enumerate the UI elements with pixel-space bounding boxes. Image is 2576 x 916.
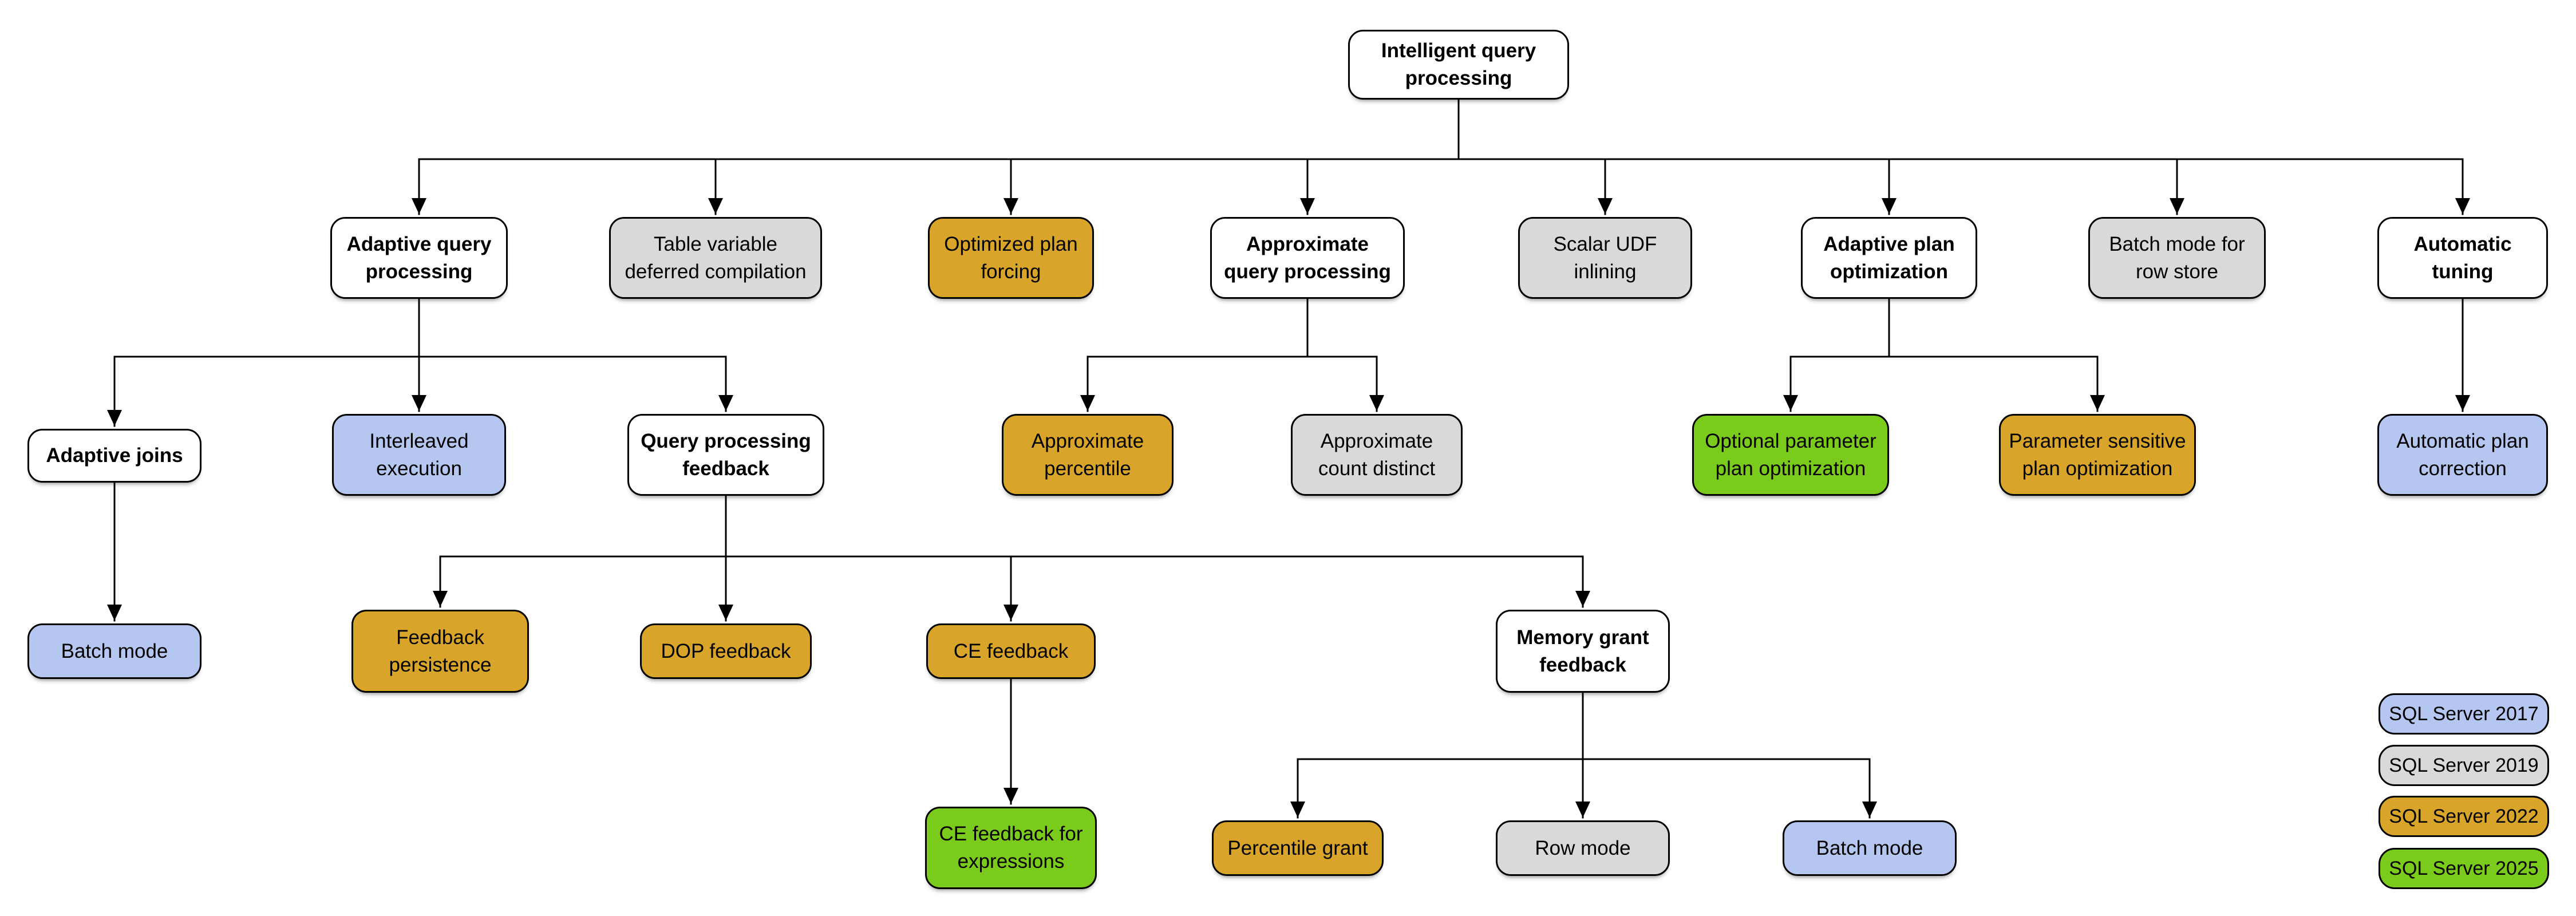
node-optional-parameter-plan-optimization: Optional parameter plan optimization (1692, 414, 1889, 496)
node-query-processing-feedback: Query processing feedback (627, 414, 824, 496)
node-batch-mode-for-row-store: Batch mode for row store (2088, 217, 2266, 299)
legend-sql-server-2019: SQL Server 2019 (2379, 745, 2549, 786)
node-approximate-query-processing: Approximate query processing (1210, 217, 1405, 299)
node-optimized-plan-forcing: Optimized plan forcing (928, 217, 1094, 299)
node-automatic-plan-correction: Automatic plan correction (2377, 414, 2548, 496)
node-approximate-count-distinct: Approximate count distinct (1291, 414, 1463, 496)
node-adaptive-plan-optimization: Adaptive plan optimization (1801, 217, 1977, 299)
legend-sql-server-2022: SQL Server 2022 (2379, 796, 2549, 837)
node-scalar-udf-inlining: Scalar UDF inlining (1518, 217, 1692, 299)
node-dop-feedback: DOP feedback (640, 623, 812, 679)
node-ce-feedback-for-expressions: CE feedback for expressions (925, 807, 1097, 889)
legend-sql-server-2025: SQL Server 2025 (2379, 848, 2549, 889)
node-batch-mode-memory-grant: Batch mode (1783, 820, 1957, 876)
node-automatic-tuning: Automatic tuning (2377, 217, 2548, 299)
node-row-mode: Row mode (1496, 820, 1670, 876)
node-approximate-percentile: Approximate percentile (1002, 414, 1174, 496)
node-interleaved-execution: Interleaved execution (332, 414, 506, 496)
node-parameter-sensitive-plan-optimization: Parameter sensitive plan optimization (1999, 414, 2196, 496)
node-percentile-grant: Percentile grant (1212, 820, 1384, 876)
node-feedback-persistence: Feedback persistence (351, 610, 529, 693)
node-memory-grant-feedback: Memory grant feedback (1496, 610, 1670, 693)
legend-sql-server-2017: SQL Server 2017 (2379, 693, 2549, 735)
node-intelligent-query-processing: Intelligent query processing (1348, 30, 1569, 100)
node-adaptive-query-processing: Adaptive query processing (330, 217, 508, 299)
node-adaptive-joins: Adaptive joins (27, 429, 202, 483)
node-ce-feedback: CE feedback (926, 623, 1096, 679)
node-batch-mode-adaptive-joins: Batch mode (27, 623, 202, 679)
node-table-variable-deferred-compilation: Table variable deferred compilation (609, 217, 822, 299)
